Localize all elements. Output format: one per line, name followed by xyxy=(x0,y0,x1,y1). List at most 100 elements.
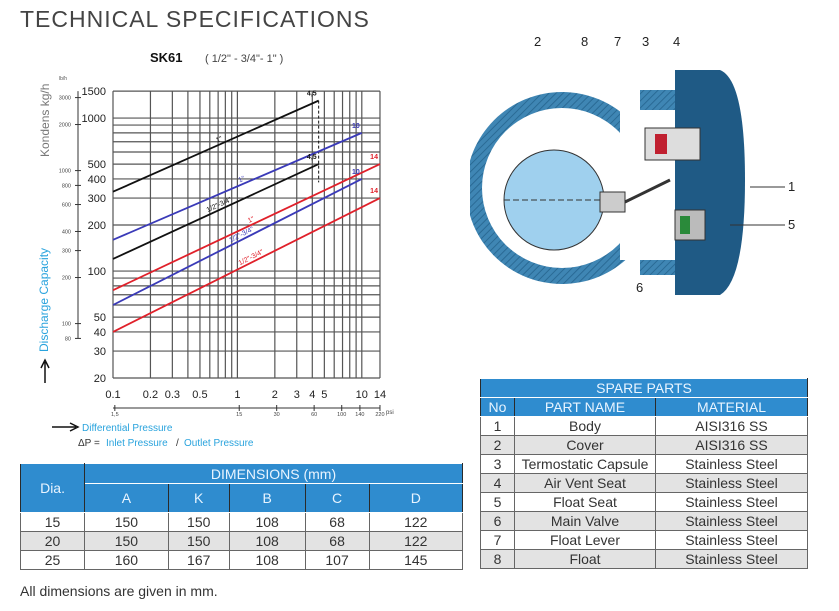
secondary-tick-label: 600 xyxy=(62,203,71,209)
x-axis-title: Differential Pressure xyxy=(82,423,173,434)
x-tick-label: 0.2 xyxy=(143,389,158,401)
table-cell: 122 xyxy=(368,512,464,532)
table-cell: AISI316 SS xyxy=(655,416,808,436)
col-header-k: K xyxy=(167,483,230,513)
psi-tick-label: 1,5 xyxy=(111,412,119,418)
table-cell: 145 xyxy=(368,550,464,570)
table-cell: 107 xyxy=(304,550,370,570)
table-cell: 150 xyxy=(84,512,169,532)
diagram-label: 5 xyxy=(788,217,795,232)
diagram-label: 8 xyxy=(581,34,588,49)
table-cell: 108 xyxy=(228,512,306,532)
series-end-label: 10 xyxy=(352,123,360,130)
col-header-no: No xyxy=(480,397,515,417)
chart-series xyxy=(112,99,381,333)
table-cell: Cover xyxy=(514,435,656,455)
table-cell: 8 xyxy=(480,549,515,569)
table-cell: 2 xyxy=(480,435,515,455)
table-cell: Air Vent Seat xyxy=(514,473,656,493)
formula-inlet: Inlet Pressure xyxy=(106,438,168,449)
table-cell: Float Lever xyxy=(514,530,656,550)
air-vent-seat xyxy=(655,134,667,154)
formula-outlet: Outlet Pressure xyxy=(184,438,254,449)
table-cell: Float Seat xyxy=(514,492,656,512)
y-tick-label: 200 xyxy=(88,220,106,232)
series-line xyxy=(112,197,381,333)
x-tick-label: 0.3 xyxy=(165,389,180,401)
series-line xyxy=(112,132,363,241)
x-tick-label: 4 xyxy=(309,389,315,401)
y-tick-label: 20 xyxy=(94,373,106,385)
psi-tick-label: 140 xyxy=(355,412,364,418)
table-cell: 150 xyxy=(167,512,230,532)
table-cell: 150 xyxy=(84,531,169,551)
col-header-a: A xyxy=(84,483,169,513)
y2-axis-title: Discharge Capacity xyxy=(37,248,51,352)
table-cell: 3 xyxy=(480,454,515,474)
diagram-label: 7 xyxy=(614,34,621,49)
x-tick-label: 14 xyxy=(374,389,386,401)
table-cell: 7 xyxy=(480,530,515,550)
series-end-label: 4,5 xyxy=(307,154,317,161)
float-lever xyxy=(624,178,671,204)
y-tick-label: 50 xyxy=(94,312,106,324)
table-cell: 167 xyxy=(167,550,230,570)
series-label: 1" xyxy=(247,216,256,225)
formula-sep: / xyxy=(176,438,179,449)
table-cell: 68 xyxy=(304,531,370,551)
secondary-tick-label: 3000 xyxy=(59,96,71,102)
table-cell: Body xyxy=(514,416,656,436)
table-cell: 122 xyxy=(368,531,464,551)
y-tick-label: 30 xyxy=(94,346,106,358)
series-label: 1" xyxy=(215,135,224,144)
table-cell: 108 xyxy=(228,531,306,551)
table-cell: Stainless Steel xyxy=(655,549,808,569)
x-tick-label: 10 xyxy=(356,389,368,401)
table-cell: Stainless Steel xyxy=(655,511,808,531)
thermostatic-capsule xyxy=(644,127,701,161)
x-tick-label: 1 xyxy=(234,389,240,401)
y-tick-label: 40 xyxy=(94,327,106,339)
formula-prefix: ΔP = xyxy=(78,438,100,449)
secondary-tick-label: 400 xyxy=(62,229,71,235)
series-end-label: 14 xyxy=(370,154,378,161)
table-cell: Stainless Steel xyxy=(655,492,808,512)
y-tick-label: 500 xyxy=(88,159,106,171)
chart-title: SK61 xyxy=(150,50,183,65)
secondary-tick-label: 800 xyxy=(62,183,71,189)
table-cell: 1 xyxy=(480,416,515,436)
series-line xyxy=(112,163,381,291)
y-axis-title: Kondens kg/h xyxy=(38,84,52,157)
series-line xyxy=(112,99,320,193)
x-tick-label: 2 xyxy=(272,389,278,401)
page-title: TECHNICAL SPECIFICATIONS xyxy=(20,6,370,32)
table-cell: 5 xyxy=(480,492,515,512)
dimensions-group-header: DIMENSIONS (mm) xyxy=(84,463,463,484)
y-tick-label: 400 xyxy=(88,174,106,186)
chart-subtitle: ( 1/2" - 3/4"- 1" ) xyxy=(205,53,283,65)
x-tick-label: 0.1 xyxy=(105,389,120,401)
diagram-label: 2 xyxy=(534,34,541,49)
x-tick-label: 5 xyxy=(321,389,327,401)
table-cell: Termostatic Capsule xyxy=(514,454,656,474)
col-header-d: D xyxy=(368,483,464,513)
float-lever-pivot xyxy=(599,191,626,213)
main-valve xyxy=(680,216,690,234)
table-cell: 150 xyxy=(167,531,230,551)
table-cell: Stainless Steel xyxy=(655,530,808,550)
table-cell: Stainless Steel xyxy=(655,473,808,493)
series-end-label: 4,5 xyxy=(307,91,317,98)
table-cell: Stainless Steel xyxy=(655,454,808,474)
psi-tick-label: 60 xyxy=(311,412,317,418)
